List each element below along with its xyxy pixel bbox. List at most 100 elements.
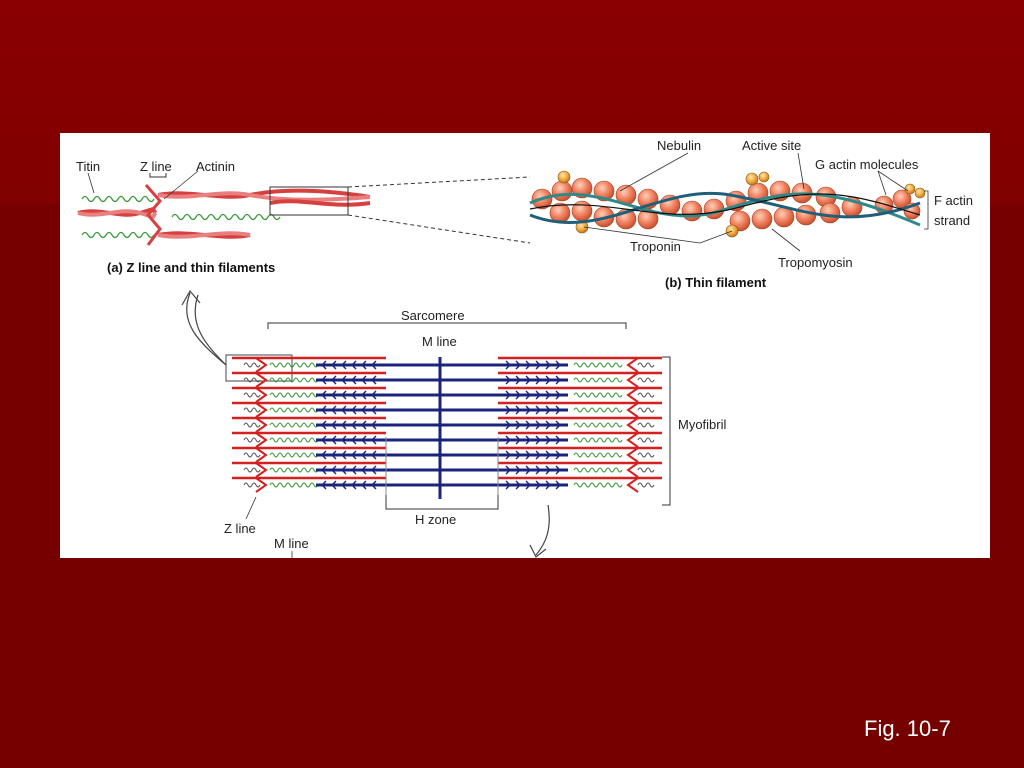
titin-spring-left [269, 452, 319, 458]
myosin-head [371, 435, 377, 445]
titin-coil-left [243, 437, 261, 443]
myosin-head [545, 405, 551, 415]
titin-spring-right [573, 362, 623, 368]
titin-coil-right [637, 437, 655, 443]
titin-spring-left [269, 482, 319, 488]
myosin-head [515, 480, 521, 490]
myosin-head [351, 405, 357, 415]
myosin-head [331, 465, 337, 475]
myosin-head [555, 435, 561, 445]
myosin-head [525, 375, 531, 385]
myosin-head [321, 375, 327, 385]
myosin-head [505, 465, 511, 475]
myosin-head [351, 465, 357, 475]
z-line-left [255, 432, 268, 448]
myosin-head [371, 450, 377, 460]
titin-coil-right [637, 392, 655, 398]
myosin-head [555, 480, 561, 490]
myosin-head [545, 450, 551, 460]
titin-spring-right [573, 377, 623, 383]
myofibril-bracket [662, 356, 671, 506]
myosin-head [351, 375, 357, 385]
z-line-a [144, 184, 162, 246]
myosin-head [341, 375, 347, 385]
myosin-head [341, 480, 347, 490]
myosin-head [331, 480, 337, 490]
myosin-head [555, 450, 561, 460]
myosin-head [331, 405, 337, 415]
label-f-actin: F actin [934, 193, 973, 208]
z-line-left [255, 462, 268, 478]
label-g-actin: G actin molecules [815, 157, 919, 172]
z-line-right [626, 372, 639, 388]
titin-spring-right [573, 392, 623, 398]
titin-spring-left [269, 437, 319, 443]
titin-spring-left [269, 377, 319, 383]
myosin-head [351, 360, 357, 370]
titin-spring-right [573, 422, 623, 428]
caption-panel-a: (a) Z line and thin filaments [107, 260, 275, 275]
myosin-head [505, 405, 511, 415]
myosin-head [555, 375, 561, 385]
myosin-head [505, 420, 511, 430]
myosin-head [361, 480, 367, 490]
myosin-head [545, 375, 551, 385]
h-zone-bracket [385, 495, 499, 510]
myosin-head [351, 480, 357, 490]
myosin-head [525, 450, 531, 460]
myosin-head [341, 450, 347, 460]
myosin-head [505, 390, 511, 400]
zoom-line-bottom [347, 214, 531, 244]
z-line-right [626, 387, 639, 403]
myosin-head [525, 360, 531, 370]
z-line-right [626, 477, 639, 493]
z-line-left [255, 417, 268, 433]
myosin-head [525, 390, 531, 400]
myosin-head [361, 435, 367, 445]
myosin-head [341, 360, 347, 370]
z-line-left [255, 387, 268, 403]
titin-coil-right [637, 377, 655, 383]
myosin-head [371, 465, 377, 475]
myosin-head [331, 435, 337, 445]
myosin-head [371, 405, 377, 415]
myosin-head [515, 375, 521, 385]
myosin-head [361, 405, 367, 415]
caption-panel-b: (b) Thin filament [665, 275, 767, 290]
myosin-head [535, 465, 541, 475]
z-line-left [255, 447, 268, 463]
z-line-left [255, 372, 268, 388]
myosin-head [535, 480, 541, 490]
z-line-left [255, 357, 268, 373]
myosin-head [361, 390, 367, 400]
sarcomere-rows [232, 356, 662, 505]
label-tropomyosin: Tropomyosin [778, 255, 853, 270]
myosin-head [371, 480, 377, 490]
myosin-head [321, 435, 327, 445]
titin-spring-left [269, 422, 319, 428]
titin-coil-left [243, 467, 261, 473]
label-myofibril: Myofibril [678, 417, 727, 432]
myosin-head [341, 420, 347, 430]
titin-coil-left [243, 407, 261, 413]
myosin-head [505, 375, 511, 385]
label-f-actin-strand: strand [934, 213, 970, 228]
myosin-head [525, 435, 531, 445]
titin-spring-right [573, 437, 623, 443]
myosin-head [515, 405, 521, 415]
myosin-head [361, 420, 367, 430]
myosin-head [361, 450, 367, 460]
myosin-head [545, 435, 551, 445]
myosin-head [321, 480, 327, 490]
arrow-down [529, 504, 550, 558]
myosin-head [505, 480, 511, 490]
myosin-head [545, 480, 551, 490]
label-z-line: Z line [224, 521, 256, 536]
myosin-head [331, 450, 337, 460]
titin-coil-right [637, 362, 655, 368]
myosin-head [525, 465, 531, 475]
myosin-head [535, 435, 541, 445]
myosin-head [545, 390, 551, 400]
titin-coil-left [243, 392, 261, 398]
myosin-head [555, 360, 561, 370]
